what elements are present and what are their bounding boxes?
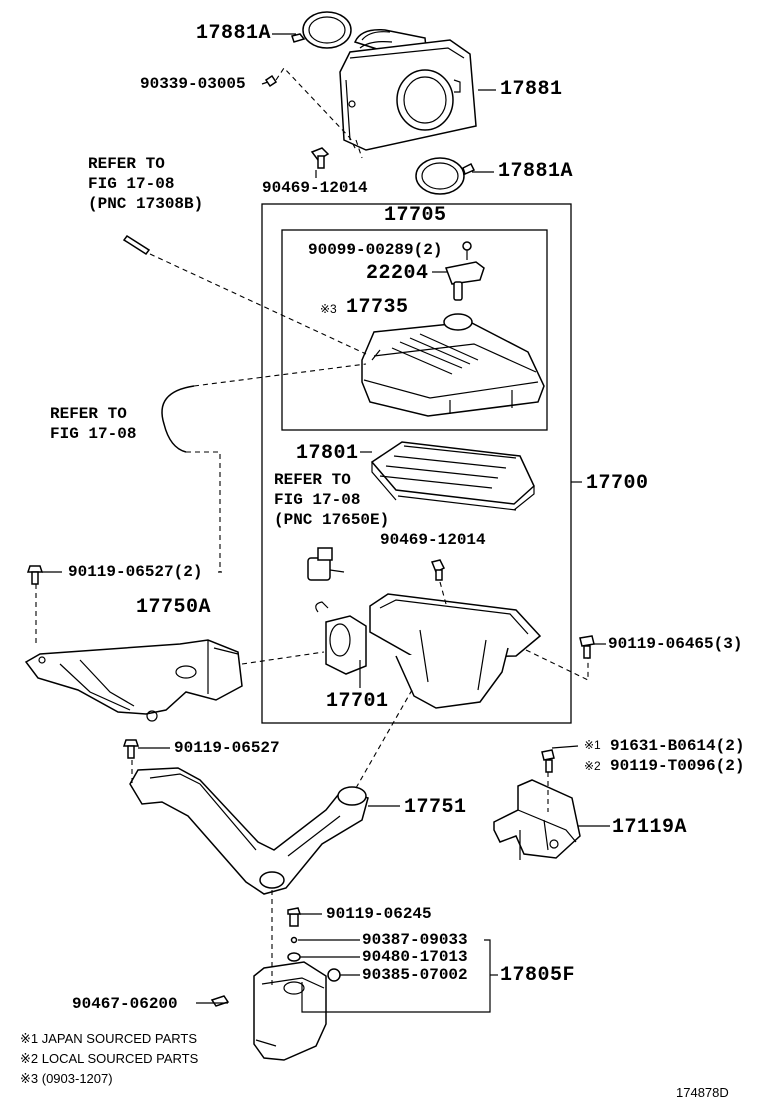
sensor-22204: [444, 261, 485, 301]
label-17805F: 17805F: [500, 964, 576, 987]
bolt-90469-mid: [430, 559, 446, 581]
bolt-90469-top: [310, 147, 330, 169]
label-17881: 17881: [500, 78, 563, 101]
label-90119-06527: 90119-06527: [174, 739, 280, 757]
leader-lines: [42, 33, 610, 1013]
air-inlet-17881: [339, 29, 477, 151]
air-duct-17751: [129, 767, 369, 895]
label-90467-06200: 90467-06200: [72, 995, 178, 1013]
refer-note-1-line2: FIG 17-08: [88, 175, 175, 193]
vsv-valve: [307, 547, 345, 581]
mark-3: ※3: [320, 302, 337, 316]
label-90119-06245: 90119-06245: [326, 905, 432, 923]
air-duct-17750A: [24, 639, 243, 722]
label-90469-12014-top: 90469-12014: [262, 179, 368, 197]
air-filter-17801: [370, 441, 535, 511]
bolt-90099: [462, 241, 472, 260]
bolt-90119-06527: [122, 739, 140, 759]
label-90387-09033: 90387-09033: [362, 931, 468, 949]
dashed-connections: [35, 67, 589, 986]
bolt-90119-06465: [579, 635, 595, 659]
label-17881A-top: 17881A: [196, 22, 272, 45]
label-17735: 17735: [346, 296, 409, 319]
label-17751: 17751: [404, 796, 467, 819]
legend-note-3: ※3 (0903-1207): [20, 1071, 113, 1086]
hose-clamp-bottom: [415, 157, 476, 195]
hose-clamp-top: [291, 11, 352, 49]
figure-id: 174878D: [676, 1085, 729, 1100]
label-17801: 17801: [296, 442, 359, 465]
label-90119-06465: 90119-06465(3): [608, 635, 743, 653]
label-90099-00289: 90099-00289(2): [308, 241, 443, 259]
legend-note-1: ※1 JAPAN SOURCED PARTS: [20, 1031, 198, 1046]
label-17750A: 17750A: [136, 596, 212, 619]
refer-note-3-line2: FIG 17-08: [274, 491, 361, 509]
label-17701: 17701: [326, 690, 389, 713]
label-90119-06527-2: 90119-06527(2): [68, 563, 203, 581]
label-17705: 17705: [384, 204, 447, 227]
label-17700: 17700: [586, 472, 649, 495]
resonator-17805F: [210, 907, 341, 1061]
subassembly-box-17705: [281, 229, 548, 431]
clip-90339: [264, 74, 278, 88]
refer-hose-loop: [161, 385, 195, 453]
refer-note-1-line3: (PNC 17308B): [88, 195, 204, 213]
refer-note-3-line1: REFER TO: [274, 471, 351, 489]
label-17119A: 17119A: [612, 816, 688, 839]
assembly-box-17700: [261, 203, 572, 724]
mark-1: ※1: [584, 738, 601, 752]
legend-note-2: ※2 LOCAL SOURCED PARTS: [20, 1051, 199, 1066]
bracket-17119A: [493, 779, 581, 860]
label-22204: 22204: [366, 262, 429, 285]
label-17881A-bottom: 17881A: [498, 160, 574, 183]
label-90119-T0096: 90119-T0096(2): [610, 757, 745, 775]
refer-hose-stub: [122, 234, 151, 256]
refer-note-2-line1: REFER TO: [50, 405, 127, 423]
bolt-91631-90119-T0096: [541, 749, 555, 773]
refer-note-3-line3: (PNC 17650E): [274, 511, 390, 529]
label-90469-12014-mid: 90469-12014: [380, 531, 486, 549]
refer-note-2-line2: FIG 17-08: [50, 425, 137, 443]
cleaner-case-17701: [315, 593, 542, 709]
cleaner-cap-17735: [361, 313, 545, 417]
label-91631-B0614: 91631-B0614(2): [610, 737, 745, 755]
label-90480-17013: 90480-17013: [362, 948, 468, 966]
label-90339-03005: 90339-03005: [140, 75, 246, 93]
mark-2: ※2: [584, 759, 601, 773]
label-90385-07002: 90385-07002: [362, 966, 468, 984]
refer-note-1-line1: REFER TO: [88, 155, 165, 173]
bolt-90119-06527-pair: [26, 565, 44, 585]
